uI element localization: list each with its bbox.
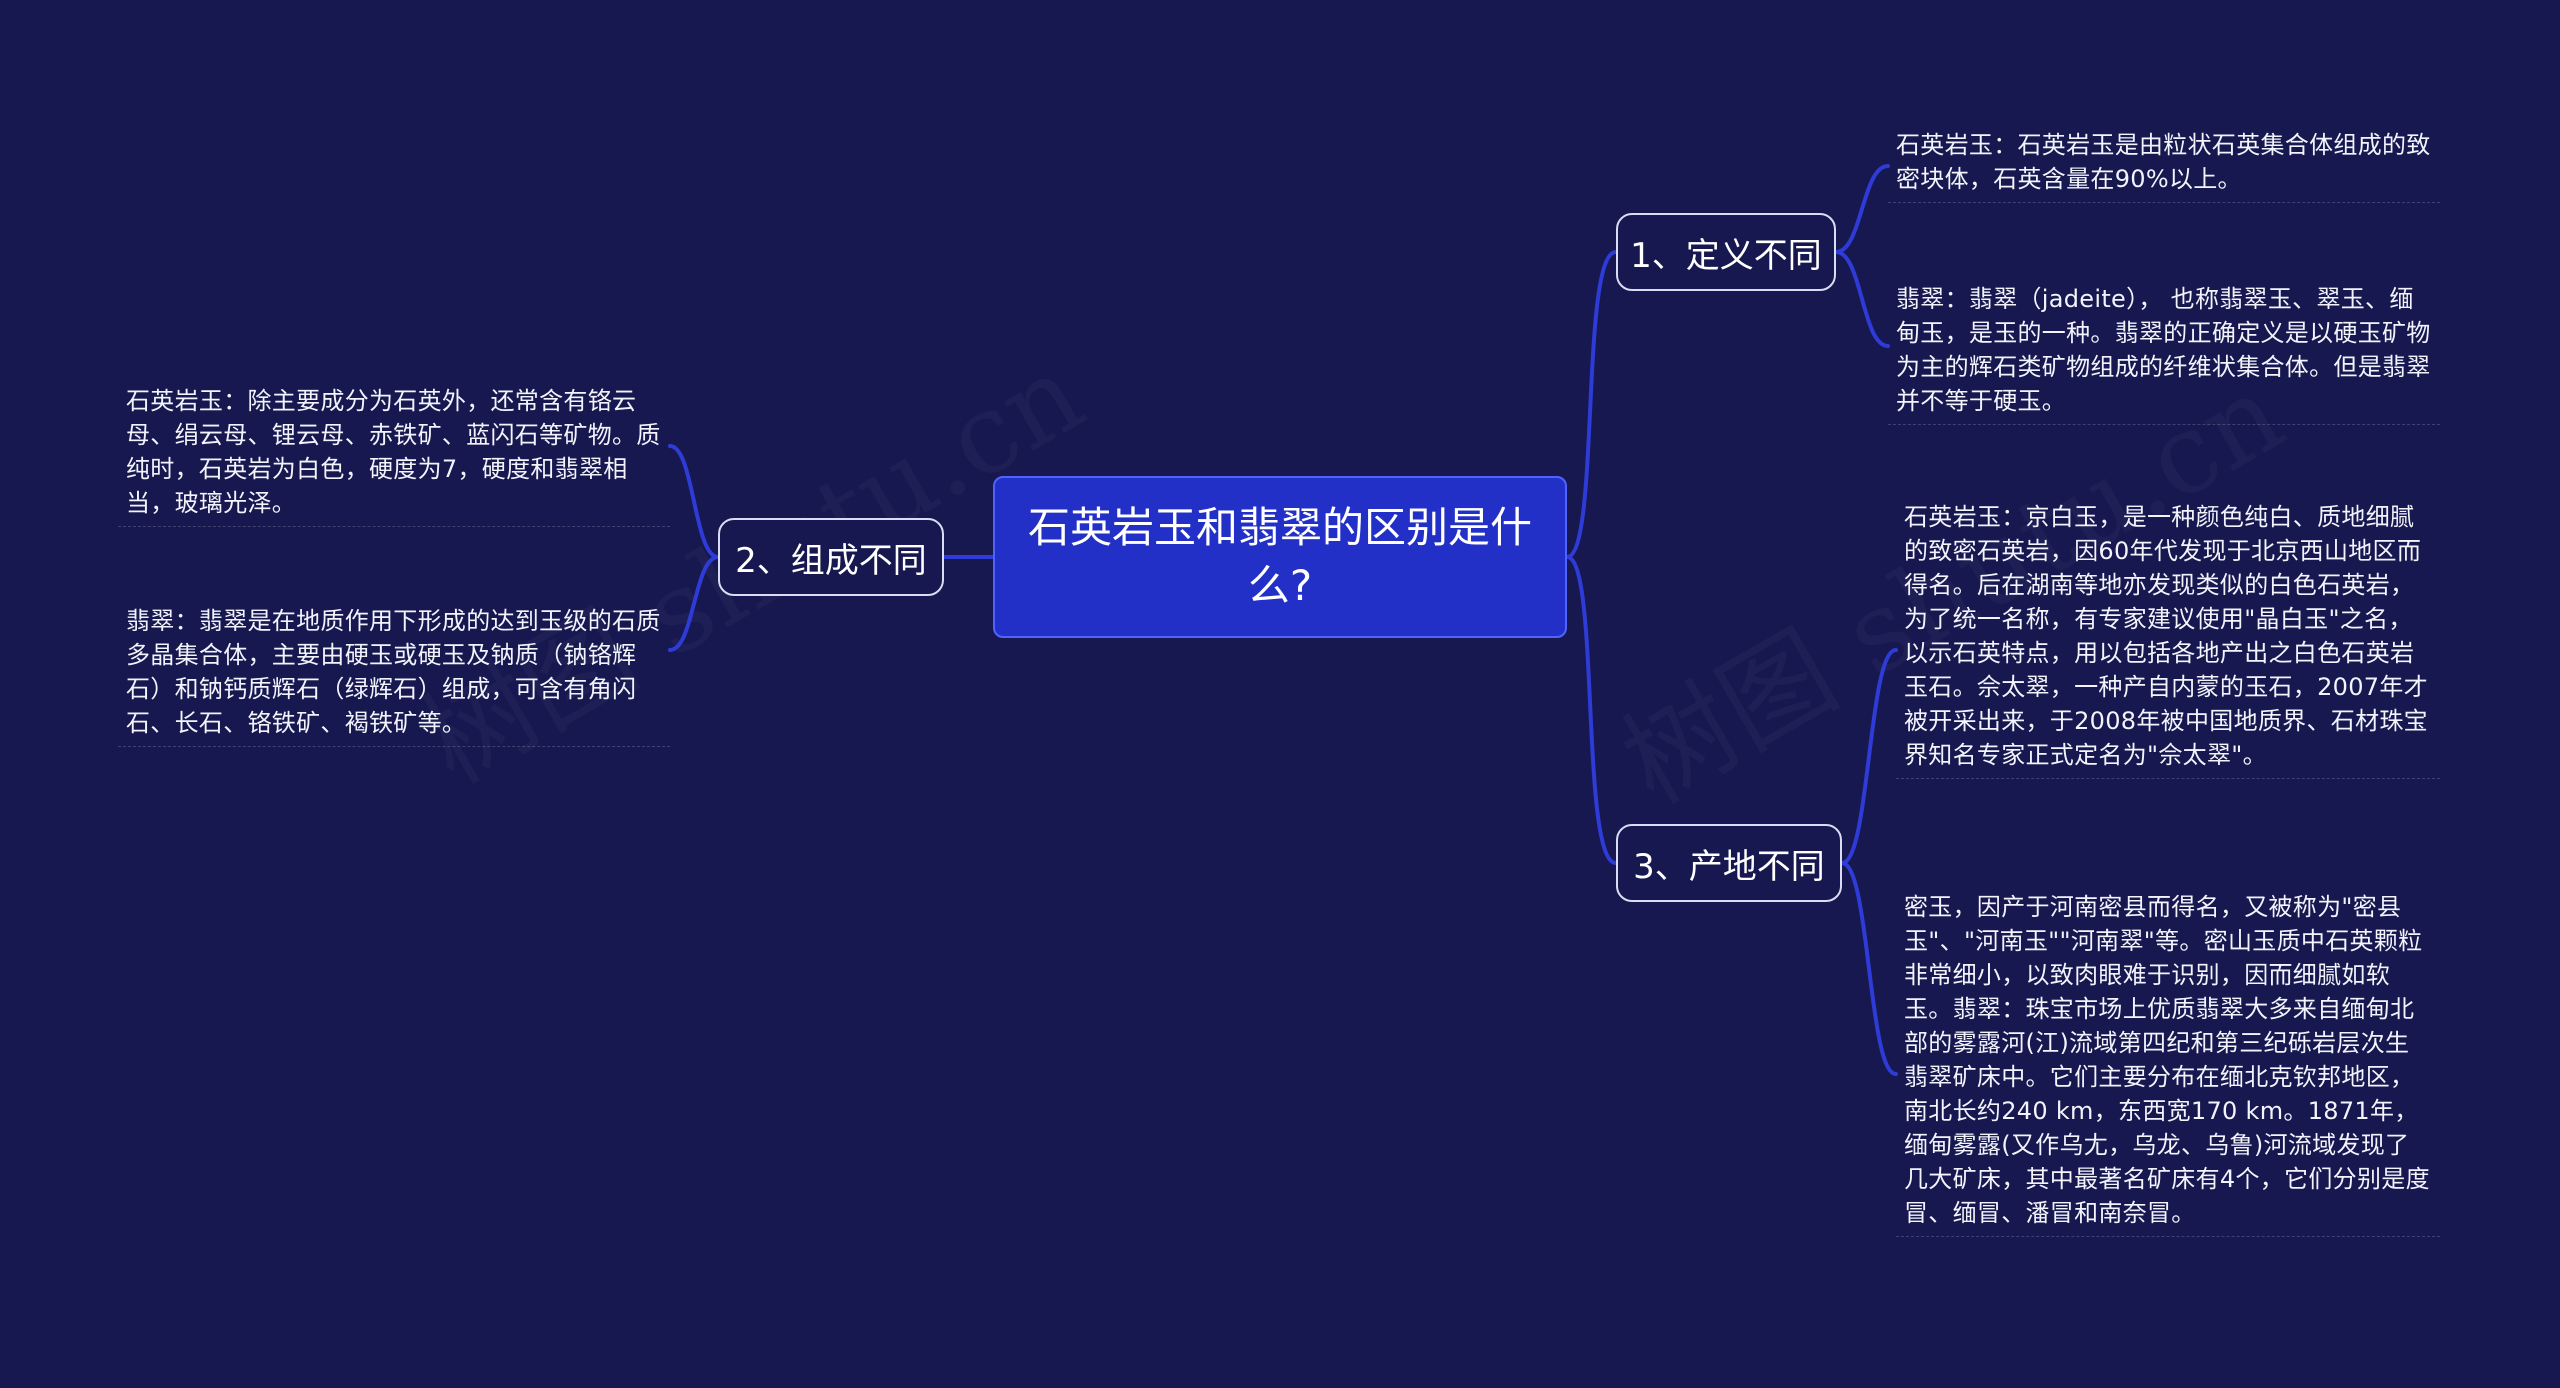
branch-origin[interactable]: 3、产地不同 bbox=[1616, 824, 1842, 902]
leaf-composition-jadeite[interactable]: 翡翠：翡翠是在地质作用下形成的达到玉级的石质多晶集合体，主要由硬玉或硬玉及钠质（… bbox=[118, 598, 670, 747]
link-root-definition bbox=[1565, 250, 1618, 559]
leaf-origin-quartzite[interactable]: 石英岩玉：京白玉，是一种颜色纯白、质地细腻的致密石英岩，因60年代发现于北京西山… bbox=[1896, 494, 2440, 779]
branch-label: 1、定义不同 bbox=[1630, 235, 1822, 276]
root-topic[interactable]: 石英岩玉和翡翠的区别是什么? bbox=[993, 476, 1567, 638]
link-definition-leaf-1 bbox=[1834, 164, 1890, 254]
branch-composition[interactable]: 2、组成不同 bbox=[718, 518, 944, 596]
link-composition-leaf-1 bbox=[668, 444, 720, 559]
branch-label: 3、产地不同 bbox=[1633, 846, 1825, 887]
link-origin-leaf-1 bbox=[1840, 648, 1898, 865]
leaf-origin-miyu-jadeite[interactable]: 密玉，因产于河南密县而得名，又被称为"密县玉"、"河南玉""河南翠"等。密山玉质… bbox=[1896, 884, 2440, 1237]
leaf-definition-jadeite[interactable]: 翡翠：翡翠（jadeite）， 也称翡翠玉、翠玉、缅甸玉，是玉的一种。翡翠的正确… bbox=[1888, 276, 2440, 425]
root-topic-label: 石英岩玉和翡翠的区别是什么? bbox=[1027, 503, 1532, 610]
branch-label: 2、组成不同 bbox=[735, 540, 927, 581]
branch-definition[interactable]: 1、定义不同 bbox=[1616, 213, 1836, 291]
leaf-composition-quartzite[interactable]: 石英岩玉：除主要成分为石英外，还常含有铬云母、绢云母、锂云母、赤铁矿、蓝闪石等矿… bbox=[118, 378, 670, 527]
link-origin-leaf-2 bbox=[1840, 861, 1898, 1076]
leaf-definition-quartzite[interactable]: 石英岩玉：石英岩玉是由粒状石英集合体组成的致密块体，石英含量在90%以上。 bbox=[1888, 122, 2440, 203]
link-definition-leaf-2 bbox=[1834, 250, 1890, 348]
link-root-origin bbox=[1565, 555, 1618, 865]
link-composition-leaf-2 bbox=[668, 555, 720, 652]
